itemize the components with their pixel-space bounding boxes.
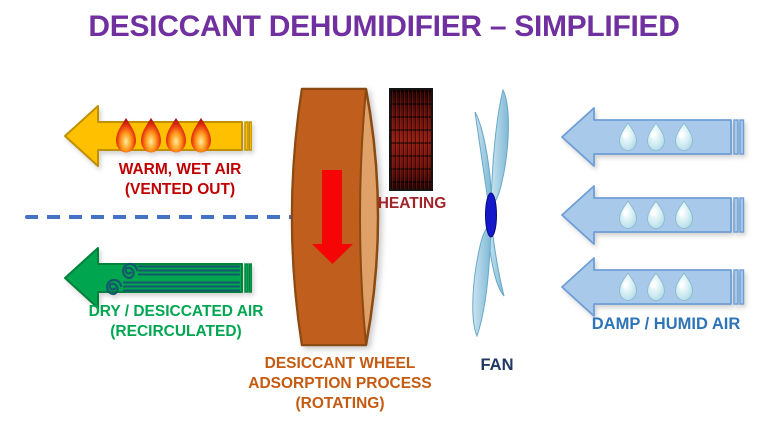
page-title: DESICCANT DEHUMIDIFIER – SIMPLIFIED [88,10,680,43]
damp-air-arrow-3 [561,257,745,317]
fan-blade [490,88,509,207]
arrow-tail-stripe [739,119,745,155]
wheel-label-line2: ADSORPTION PROCESS [248,375,432,392]
fan-hub [485,192,497,238]
heating-element [389,88,433,191]
water-droplet-icons [619,122,693,151]
dry-air-arrow [64,247,252,309]
arrow-tail-stripe [739,269,745,305]
arrow-tail-stripe [244,121,249,151]
dry-air-arrow-shape [64,247,243,309]
fan-blade [472,223,492,338]
fan-label: FAN [480,356,514,374]
arrow-tail-stripe [248,263,252,293]
fan-icon [472,88,509,338]
damp-air-arrow-2 [561,185,745,245]
arrow-tail-stripe [244,263,249,293]
damp-air-arrow-shape [561,257,732,317]
arrow-tail-stripe [733,269,739,305]
wheel-label-line3: (ROTATING) [295,395,385,412]
warm-air-label: WARM, WET AIR (VENTED OUT) [62,160,298,200]
desiccant-wheel-label: DESICCANT WHEEL ADSORPTION PROCESS (ROTA… [242,354,438,414]
damp-air-label: DAMP / HUMID AIR [591,315,741,333]
arrow-tail-stripe [733,197,739,233]
dry-air-label-line1: DRY / DESICCATED AIR [88,303,264,320]
water-droplet-icons [619,272,693,301]
process-divider-dashed-line [25,215,293,219]
desiccant-wheel [290,87,380,347]
dry-air-label-line2: (RECIRCULATED) [110,323,242,340]
rotation-arrow-icon [312,170,353,264]
arrow-tail-stripe [248,121,252,151]
warm-air-label-line1: WARM, WET AIR [118,161,242,178]
wind-swirl-icons [105,262,240,296]
warm-air-arrow [64,105,252,167]
heating-label: HEATING [377,195,447,212]
damp-air-arrow-shape [561,107,732,167]
warm-air-label-line2: (VENTED OUT) [124,181,236,198]
dry-air-label: DRY / DESICCATED AIR (RECIRCULATED) [50,302,302,342]
arrow-tail-stripe [733,119,739,155]
damp-air-arrow-shape [561,185,732,245]
wheel-label-line1: DESICCANT WHEEL [264,355,416,372]
water-droplet-icons [619,200,693,229]
damp-air-arrow-1 [561,107,745,167]
fan-blade [474,111,492,210]
arrow-tail-stripe [739,197,745,233]
